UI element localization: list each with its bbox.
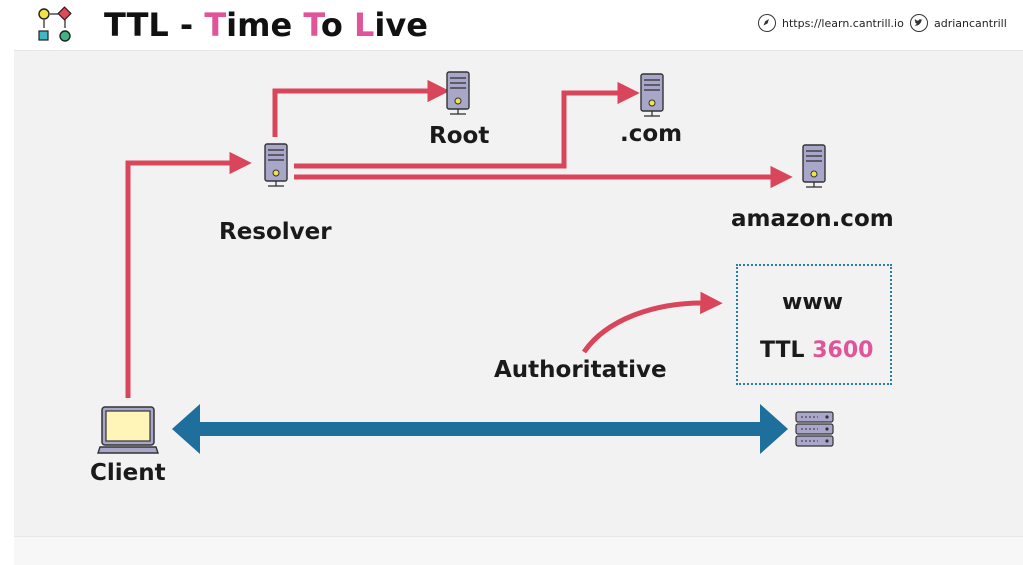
arrow-resolver-to-com [294,81,640,169]
server-icon [446,71,470,115]
record-name: www [782,290,843,315]
server-icon [802,144,826,188]
resolver-label: Resolver [219,219,332,245]
server-icon [640,73,664,117]
arrow-authoritative-curve [581,291,723,354]
arrow-client-to-authoritative [172,404,788,454]
page-title: TTL - Time To Live [104,6,428,44]
arrow-client-to-resolver [125,151,252,398]
slide: TTL - Time To Live https://learn.cantril… [14,0,1023,565]
amazon-label: amazon.com [731,206,894,232]
ttl-value: 3600 [812,338,874,363]
arrow-resolver-to-root [272,79,450,137]
twitter-icon [910,14,928,32]
footer-band [14,536,1023,565]
flowchart-logo-icon [38,6,72,42]
root-label: Root [429,123,490,149]
course-link[interactable]: https://learn.cantrill.io [782,17,904,30]
dns-record-box: www TTL 3600 [736,264,892,385]
diagram-canvas [97,71,834,454]
compass-icon [758,14,776,32]
twitter-handle[interactable]: adriancantrill [934,17,1007,30]
ttl-label: TTL [760,338,813,363]
laptop-icon [97,406,159,454]
server-icon [264,143,288,187]
header-bar: TTL - Time To Live https://learn.cantril… [14,0,1023,51]
record-ttl: TTL 3600 [760,338,873,363]
server-rack-icon [795,411,834,447]
authoritative-label: Authoritative [494,357,667,383]
client-label: Client [90,460,166,486]
com-label: .com [620,121,683,147]
